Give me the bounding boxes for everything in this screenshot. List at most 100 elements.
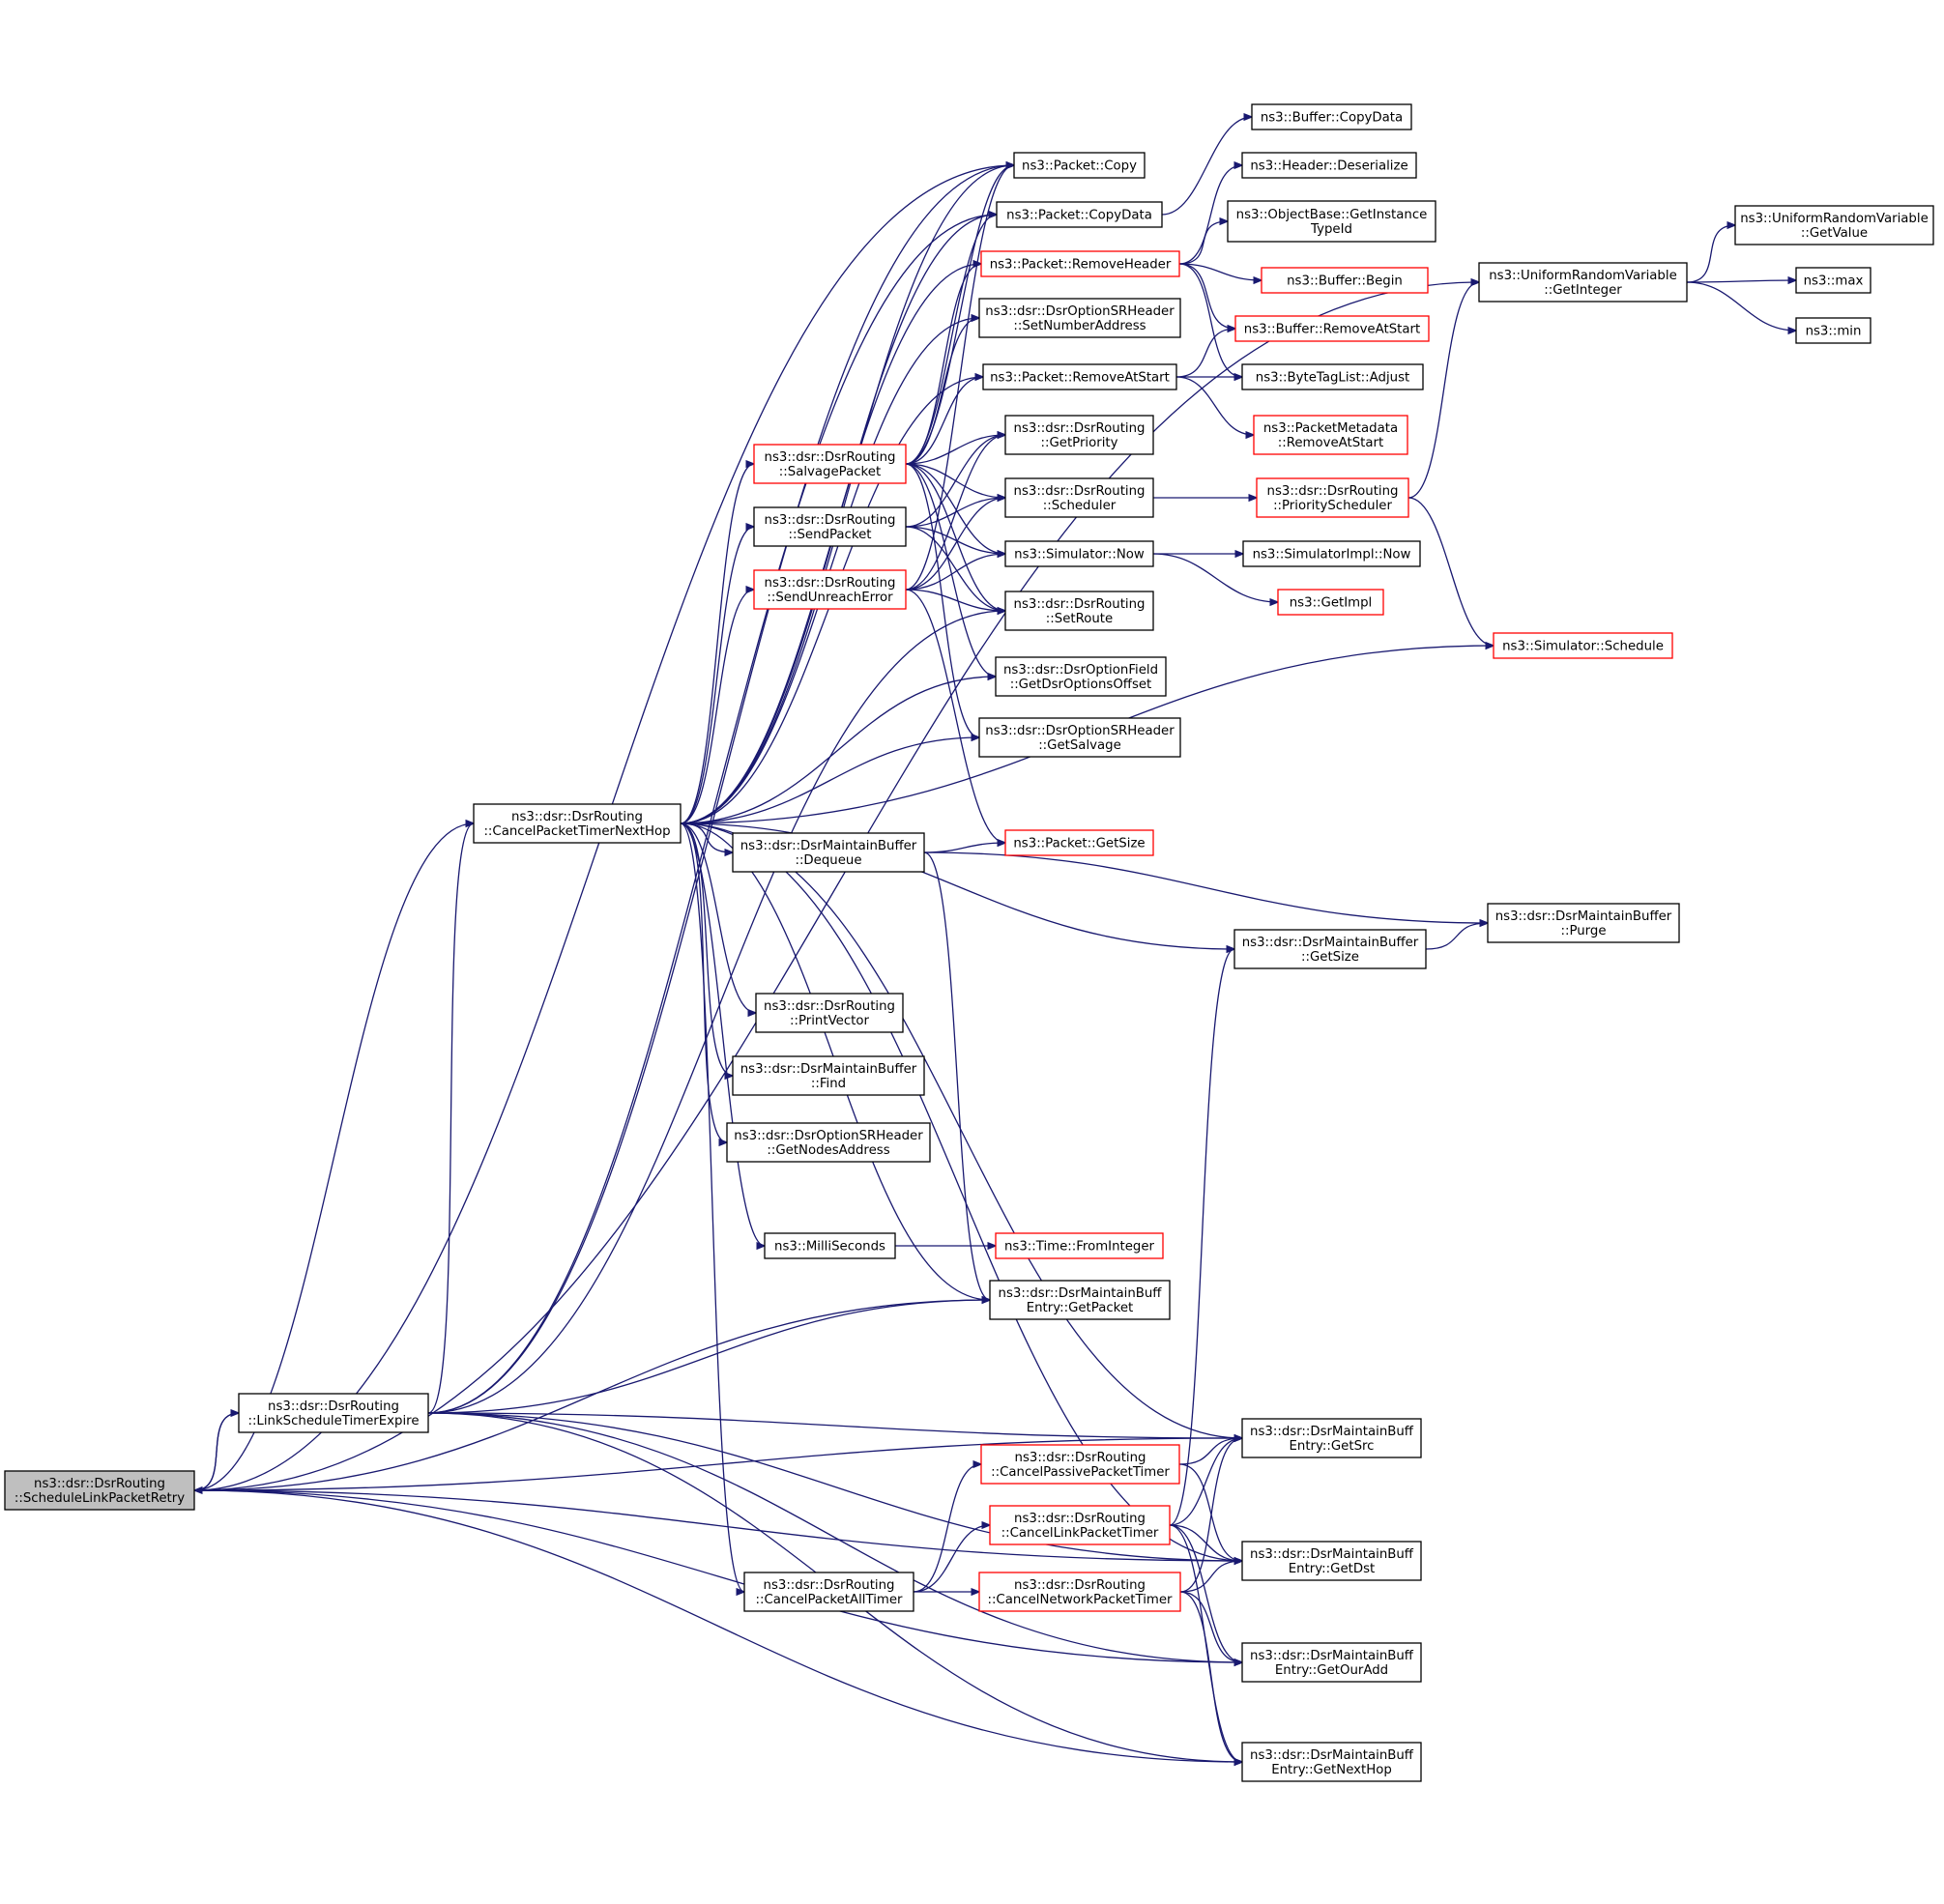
node-cancellink[interactable]: ns3::dsr::DsrRouting::CancelLinkPacketTi… (989, 1505, 1171, 1545)
node-max[interactable]: ns3::max (1795, 267, 1871, 294)
call-edge-path (905, 165, 1014, 465)
call-edge-lste-to-cptnh (427, 823, 474, 1414)
node-getpacket[interactable]: ns3::dsr::DsrMaintainBuffEntry::GetPacke… (989, 1280, 1171, 1320)
node-getimpl[interactable]: ns3::GetImpl (1277, 589, 1384, 616)
node-getnexthop[interactable]: ns3::dsr::DsrMaintainBuffEntry::GetNextH… (1241, 1742, 1422, 1782)
node-purge[interactable]: ns3::dsr::DsrMaintainBuffer::Purge (1487, 903, 1680, 943)
node-label-line: ns3::dsr::DsrMaintainBuff (1250, 1547, 1414, 1562)
call-edge-sendunreach-to-sched (905, 498, 1005, 591)
call-edge-path (193, 823, 474, 1491)
call-edge-path (680, 677, 996, 824)
node-label-line: ::CancelLinkPacketTimer (1001, 1526, 1159, 1541)
node-printvec[interactable]: ns3::dsr::DsrRouting::PrintVector (755, 993, 904, 1033)
node-lste[interactable]: ns3::dsr::DsrRouting::LinkScheduleTimerE… (238, 1393, 429, 1433)
node-dequeue[interactable]: ns3::dsr::DsrMaintainBuffer::Dequeue (732, 832, 925, 873)
node-label-line: ns3::MilliSeconds (774, 1240, 885, 1255)
node-premhdr[interactable]: ns3::Packet::RemoveHeader (980, 250, 1180, 277)
node-setroute[interactable]: ns3::dsr::DsrRouting::SetRoute (1004, 591, 1154, 631)
node-simimplnow[interactable]: ns3::SimulatorImpl::Now (1242, 540, 1421, 567)
node-urvgetint[interactable]: ns3::UniformRandomVariable::GetInteger (1478, 262, 1688, 303)
node-setnum[interactable]: ns3::dsr::DsrOptionSRHeader::SetNumberAd… (978, 298, 1181, 338)
node-pcopydata[interactable]: ns3::Packet::CopyData (996, 201, 1163, 228)
call-edge-path (194, 1412, 240, 1490)
node-cancelpassive[interactable]: ns3::dsr::DsrRouting::CancelPassivePacke… (980, 1444, 1180, 1485)
node-fromint[interactable]: ns3::Time::FromInteger (995, 1232, 1164, 1259)
node-min[interactable]: ns3::min (1795, 317, 1871, 344)
call-edge-path (1179, 1438, 1242, 1593)
call-edge-path (1178, 1463, 1242, 1561)
node-cancelnet[interactable]: ns3::dsr::DsrRouting::CancelNetworkPacke… (978, 1572, 1181, 1612)
node-label-line: ns3::dsr::DsrRouting (511, 810, 643, 824)
node-cancelall[interactable]: ns3::dsr::DsrRouting::CancelPacketAllTim… (743, 1572, 914, 1612)
call-edge-path (905, 165, 1014, 591)
node-sched[interactable]: ns3::dsr::DsrRouting::Scheduler (1004, 477, 1154, 518)
node-bcopydata[interactable]: ns3::Buffer::CopyData (1251, 103, 1412, 130)
node-box (982, 363, 1177, 390)
call-edge-path (1169, 1438, 1242, 1526)
call-edge-lste-to-getsrc (427, 1412, 1242, 1438)
call-edge-sendunreach-to-setroute (905, 589, 1005, 611)
node-hdeser[interactable]: ns3::Header::Deserialize (1241, 152, 1417, 179)
node-mbgetsize[interactable]: ns3::dsr::DsrMaintainBuffer::GetSize (1233, 929, 1427, 969)
call-edge-premhdr-to-btladjust (1178, 263, 1242, 377)
call-edge-path (680, 822, 765, 1246)
node-getouradd[interactable]: ns3::dsr::DsrMaintainBuffEntry::GetOurAd… (1241, 1642, 1422, 1683)
node-cptnh[interactable]: ns3::dsr::DsrRouting::CancelPacketTimerN… (473, 803, 682, 844)
node-label-line: ::PriorityScheduler (1273, 499, 1392, 513)
node-priosched[interactable]: ns3::dsr::DsrRouting::PriorityScheduler (1256, 477, 1409, 518)
node-getnodes[interactable]: ns3::dsr::DsrOptionSRHeader::GetNodesAdd… (726, 1122, 931, 1163)
call-edge-cptnh-to-printvec (680, 822, 756, 1013)
node-label-line: ns3::Header::Deserialize (1250, 159, 1407, 174)
call-edge-dequeue-to-pgetsize (923, 843, 1005, 853)
call-edge-urvgetint-to-min (1686, 281, 1796, 331)
node-pmdremstart[interactable]: ns3::PacketMetadata::RemoveAtStart (1253, 415, 1408, 455)
node-pgetsize[interactable]: ns3::Packet::GetSize (1004, 829, 1154, 856)
node-bremstart[interactable]: ns3::Buffer::RemoveAtStart (1234, 315, 1430, 342)
call-edge-path (1178, 1438, 1242, 1465)
call-edge-path (905, 463, 996, 677)
node-pcopy[interactable]: ns3::Packet::Copy (1013, 152, 1146, 179)
node-bbegin[interactable]: ns3::Buffer::Begin (1261, 267, 1429, 294)
call-edge-path (427, 1412, 1242, 1662)
call-edge-sendpkt-to-setroute (905, 526, 1005, 611)
node-premstart[interactable]: ns3::Packet::RemoveAtStart (982, 363, 1177, 390)
call-edge-root-to-getpacket (193, 1300, 990, 1491)
node-sendpkt[interactable]: ns3::dsr::DsrRouting::SendPacket (753, 506, 907, 547)
node-label-line: ns3::Buffer::Begin (1287, 274, 1403, 289)
call-edge-path (905, 435, 1005, 591)
node-box (1734, 205, 1934, 245)
call-edge-cancelall-to-cancelpassive (913, 1464, 981, 1593)
node-urvgetval[interactable]: ns3::UniformRandomVariable::GetValue (1734, 205, 1934, 245)
node-simnow[interactable]: ns3::Simulator::Now (1004, 540, 1154, 567)
call-edge-path (680, 527, 754, 824)
node-box (473, 803, 682, 844)
node-box (980, 250, 1180, 277)
node-getprio[interactable]: ns3::dsr::DsrRouting::GetPriority (1004, 415, 1154, 455)
call-edge-cancelpassive-to-getsrc (1178, 1438, 1242, 1465)
node-box (1261, 267, 1429, 294)
node-salvage[interactable]: ns3::dsr::DsrRouting::SalvagePacket (753, 444, 907, 484)
call-edge-premhdr-to-bremstart (1178, 263, 1235, 329)
node-find[interactable]: ns3::dsr::DsrMaintainBuffer::Find (732, 1055, 925, 1096)
call-edge-salvage-to-simnow (905, 463, 1005, 554)
node-getsalv[interactable]: ns3::dsr::DsrOptionSRHeader::GetSalvage (978, 717, 1181, 758)
node-millis[interactable]: ns3::MilliSeconds (764, 1232, 896, 1259)
node-label-line: ::GetSalvage (1038, 738, 1121, 753)
call-edge-cptnh-to-mbgetsize (680, 822, 1234, 949)
call-edge-path (680, 822, 744, 1592)
call-edge-path (1169, 1524, 1242, 1561)
node-sendunreach[interactable]: ns3::dsr::DsrRouting::SendUnreachError (753, 569, 907, 610)
call-edge-cancelpassive-to-getdst (1178, 1463, 1242, 1561)
node-label-line: ns3::ByteTagList::Adjust (1256, 371, 1409, 386)
node-label-line: ns3::dsr::DsrOptionField (1003, 663, 1158, 678)
node-btladjust[interactable]: ns3::ByteTagList::Adjust (1241, 363, 1424, 390)
node-box (1795, 317, 1871, 344)
node-root[interactable]: ns3::dsr::DsrRouting::ScheduleLinkPacket… (4, 1470, 195, 1511)
call-edge-premstart-to-pmdremstart (1175, 376, 1254, 435)
node-getdsroff[interactable]: ns3::dsr::DsrOptionField::GetDsrOptionsO… (995, 656, 1167, 697)
node-simsched[interactable]: ns3::Simulator::Schedule (1493, 632, 1673, 659)
node-label-line: ns3::Packet::RemoveAtStart (990, 371, 1170, 386)
